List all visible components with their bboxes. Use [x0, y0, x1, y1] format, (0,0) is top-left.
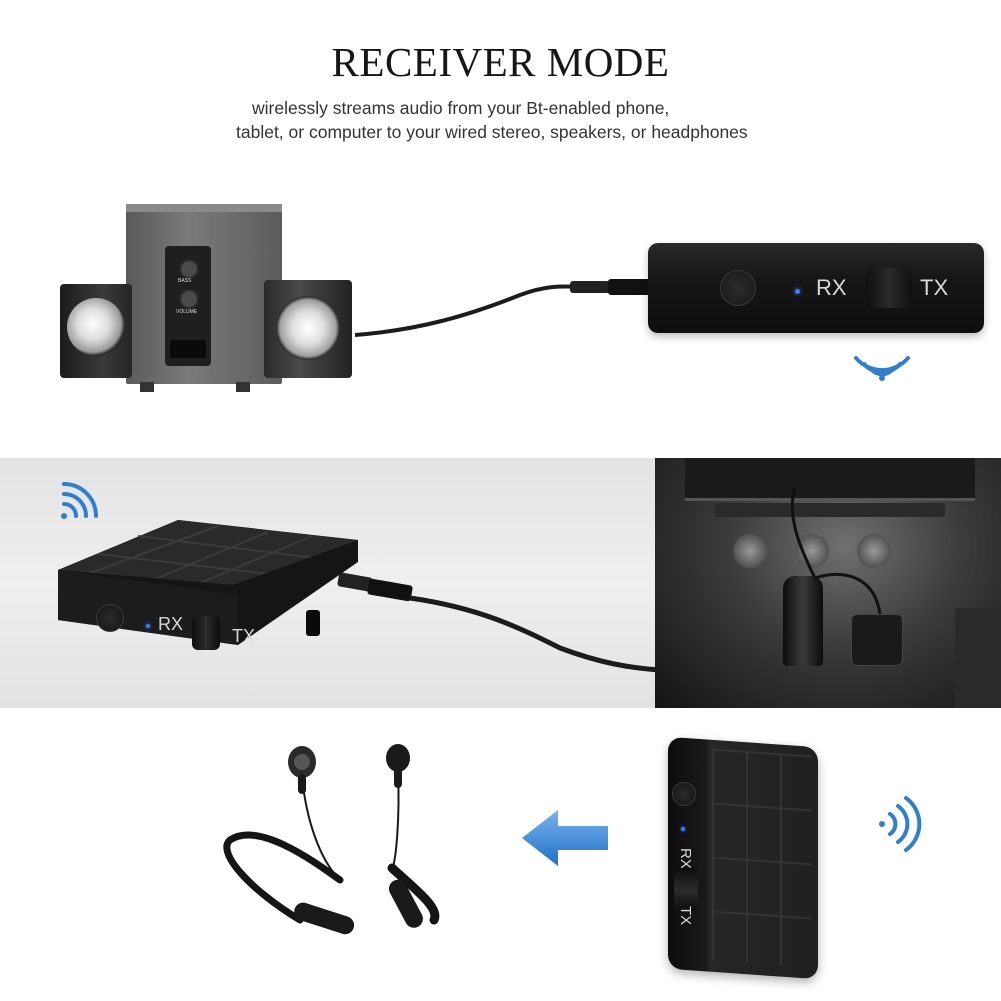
- wireless-signal-icon: [854, 356, 910, 381]
- volume-label: VOLUME: [176, 309, 198, 315]
- subwoofer-top: [126, 204, 282, 212]
- car-cable: [790, 487, 882, 615]
- subwoofer-foot-left: [140, 382, 154, 392]
- wireless-signal-icon: [61, 482, 98, 519]
- car-knob-left: [733, 534, 767, 568]
- page-title: RECEIVER MODE: [331, 39, 670, 85]
- tx-label: TX: [232, 626, 256, 646]
- status-led: [795, 289, 800, 294]
- receiver-device-front: [648, 243, 984, 333]
- bass-label: BASS: [178, 278, 192, 284]
- speaker-system-scene: BASS VOLUME RX TX: [0, 0, 1001, 450]
- car-interior-photo: [655, 458, 1001, 708]
- arrow-left-icon: [522, 810, 608, 866]
- mode-switch: [674, 868, 698, 912]
- neckband-headphones: [223, 744, 440, 935]
- rx-label: RX: [677, 848, 694, 869]
- audio-cable-2: [337, 572, 661, 673]
- car-gear-shift: [783, 576, 823, 666]
- subtitle-line-1: wirelessly streams audio from your Bt-en…: [252, 98, 670, 118]
- car-seat-edge: [955, 608, 1001, 708]
- rx-label: RX: [158, 614, 184, 634]
- power-button-icon: [720, 270, 756, 306]
- car-radio-slot: [715, 503, 945, 517]
- mode-switch: [866, 268, 912, 308]
- power-button-icon: [672, 782, 696, 806]
- volume-knob: [179, 289, 199, 309]
- power-button-icon: [96, 604, 124, 632]
- tx-label: TX: [677, 906, 694, 926]
- status-led: [146, 624, 150, 628]
- wireless-signal-icon: [879, 796, 922, 852]
- subtitle-line-2: tablet, or computer to your wired stereo…: [236, 122, 748, 142]
- rx-label: RX: [816, 275, 847, 300]
- bass-knob: [179, 259, 199, 279]
- tx-label: TX: [920, 275, 949, 300]
- left-speaker-cone: [67, 298, 125, 356]
- subwoofer-foot-right: [236, 382, 250, 392]
- mini-receiver-device: [851, 614, 903, 666]
- right-speaker-cone: [276, 296, 340, 360]
- usb-port: [306, 610, 320, 636]
- subwoofer-port: [170, 340, 206, 358]
- audio-cable-1: [354, 279, 652, 337]
- mode-switch: [192, 616, 220, 650]
- device-grid: [712, 748, 812, 968]
- status-led: [681, 827, 685, 831]
- car-vent: [685, 458, 975, 501]
- car-knob-middle: [795, 534, 829, 568]
- car-knob-right: [857, 534, 891, 568]
